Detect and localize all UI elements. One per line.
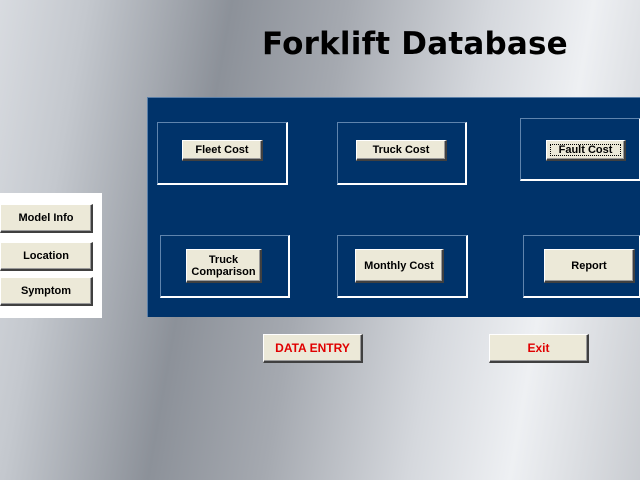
model-info-button[interactable]: Model Info	[0, 204, 93, 233]
exit-button[interactable]: Exit	[489, 334, 589, 363]
fleet-cost-button[interactable]: Fleet Cost	[182, 140, 263, 161]
location-button[interactable]: Location	[0, 242, 93, 271]
fault-cost-label: Fault Cost	[558, 144, 613, 156]
truck-cost-label: Truck Cost	[372, 144, 430, 156]
truck-comparison-frame	[160, 235, 290, 298]
symptom-label: Symptom	[20, 285, 72, 297]
report-label: Report	[571, 259, 607, 272]
report-button[interactable]: Report	[544, 249, 635, 283]
truck-comparison-button[interactable]: Truck Comparison	[186, 249, 262, 283]
truck-comparison-label: Truck Comparison	[191, 253, 256, 278]
data-entry-label: DATA ENTRY	[275, 341, 350, 355]
truck-cost-button[interactable]: Truck Cost	[356, 140, 447, 161]
fleet-cost-frame	[157, 122, 288, 185]
report-button-panel: Fleet Cost Truck Cost Fault Cost Truck C…	[147, 97, 640, 317]
exit-label: Exit	[527, 341, 550, 355]
data-entry-button[interactable]: DATA ENTRY	[263, 334, 363, 363]
fault-cost-button[interactable]: Fault Cost	[546, 140, 626, 161]
monthly-cost-button[interactable]: Monthly Cost	[355, 249, 444, 283]
fleet-cost-label: Fleet Cost	[195, 144, 249, 156]
page-title: Forklift Database	[262, 26, 568, 62]
symptom-button[interactable]: Symptom	[0, 277, 93, 306]
model-info-label: Model Info	[18, 212, 74, 224]
monthly-cost-label: Monthly Cost	[364, 259, 434, 272]
monthly-cost-frame	[337, 235, 468, 298]
side-button-panel: Model Info Location Symptom	[0, 193, 102, 318]
truck-cost-frame	[337, 122, 467, 185]
location-label: Location	[23, 250, 69, 262]
